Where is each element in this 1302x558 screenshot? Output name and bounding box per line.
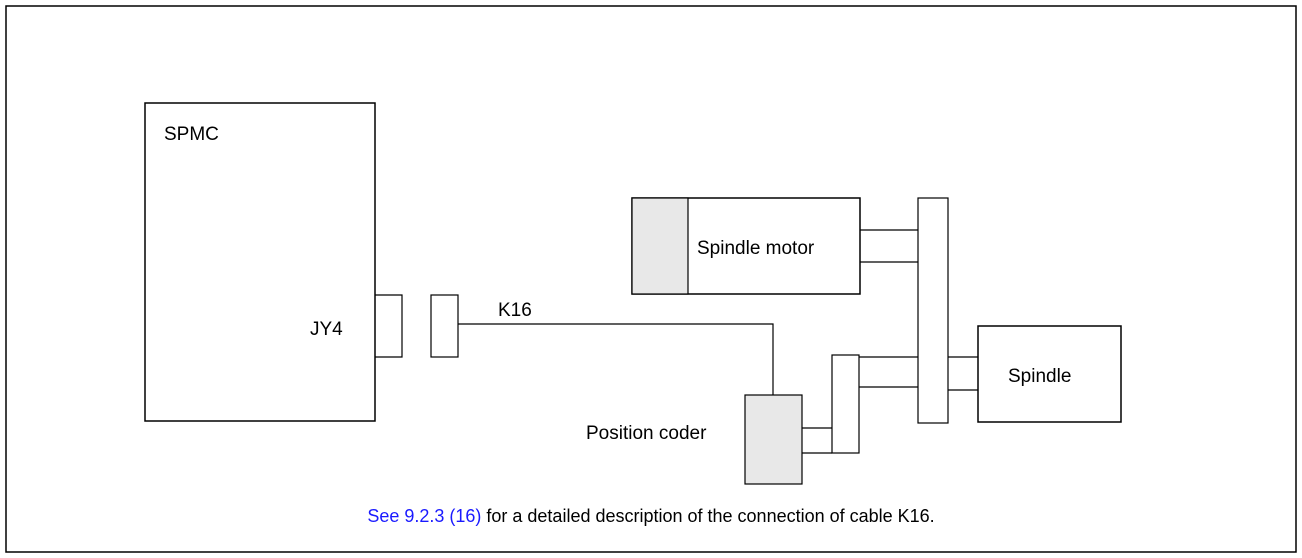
jy4-connector	[375, 294, 403, 358]
cable-connector	[430, 294, 459, 358]
k16-cable	[458, 323, 774, 395]
spmc-box	[144, 102, 376, 422]
caption-rest: for a detailed description of the connec…	[481, 506, 934, 526]
jy4-label: JY4	[310, 319, 343, 340]
spindle-box	[977, 325, 1122, 423]
spindle-motor-label: Spindle motor	[697, 238, 815, 259]
coder-pulley	[831, 354, 860, 454]
spmc-label: SPMC	[164, 124, 219, 145]
outer-frame	[5, 5, 1297, 553]
position-coder-label: Position coder	[586, 423, 707, 444]
caption: See 9.2.3 (16) for a detailed descriptio…	[367, 506, 934, 526]
position-coder	[744, 394, 803, 485]
spindle-motor-shaded	[631, 197, 689, 295]
k16-label: K16	[498, 300, 532, 321]
main-transmission	[917, 197, 949, 424]
caption-link[interactable]: See 9.2.3 (16)	[367, 506, 481, 526]
spindle-label: Spindle	[1008, 366, 1071, 387]
